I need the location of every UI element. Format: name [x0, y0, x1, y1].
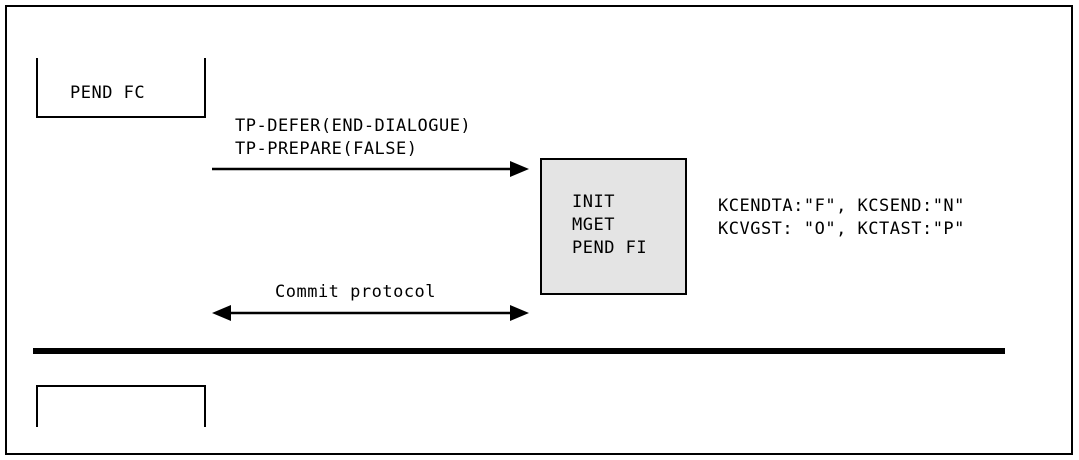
section-separator-rule [33, 348, 1005, 354]
pend-fc-box-label: PEND FC [70, 83, 146, 103]
pend-fc-box [36, 58, 206, 118]
program-box-line-1: INIT [572, 192, 615, 212]
diagram-outer-frame [5, 5, 1073, 455]
arrow-double-headed-icon [212, 305, 529, 321]
program-box [540, 158, 687, 295]
program-box-line-2: MGET [572, 215, 615, 235]
outgoing-message-line-2: TP-PREPARE(FALSE) [235, 139, 418, 159]
commit-protocol-label: Commit protocol [275, 282, 437, 302]
outgoing-message-line-1: TP-DEFER(END-DIALOGUE) [235, 116, 472, 136]
arrow-right-icon [212, 161, 529, 177]
program-box-line-3: PEND FI [572, 238, 648, 258]
status-field-line-2: KCVGST: "O", KCTAST:"P" [718, 219, 965, 239]
bottom-open-box [36, 385, 206, 427]
status-field-line-1: KCENDTA:"F", KCSEND:"N" [718, 196, 965, 216]
